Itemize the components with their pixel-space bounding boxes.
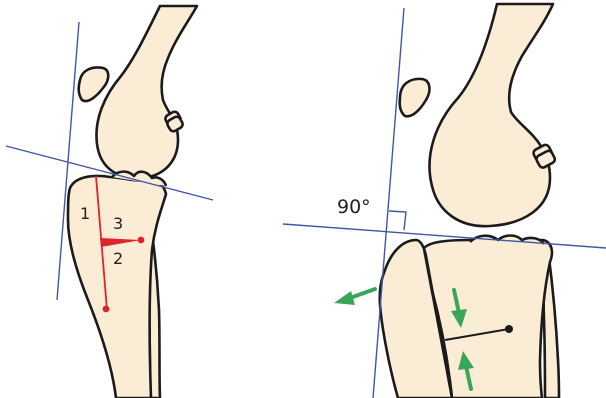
right-patella — [400, 79, 430, 116]
label-2: 2 — [113, 249, 123, 268]
angle-label: 90° — [337, 196, 371, 218]
left-measurement-point-b — [103, 306, 110, 313]
left-panel: 1 3 2 — [6, 6, 213, 398]
green-arrow-left — [334, 289, 375, 305]
label-1: 1 — [80, 204, 90, 223]
left-femur — [96, 6, 197, 178]
left-patella — [79, 68, 109, 102]
left-measurement-point-a — [138, 237, 145, 244]
label-3: 3 — [113, 214, 123, 233]
right-panel: 90° — [283, 4, 606, 398]
right-pivot-point — [505, 325, 513, 333]
right-femur — [430, 4, 553, 226]
right-angle-marker — [389, 211, 406, 230]
